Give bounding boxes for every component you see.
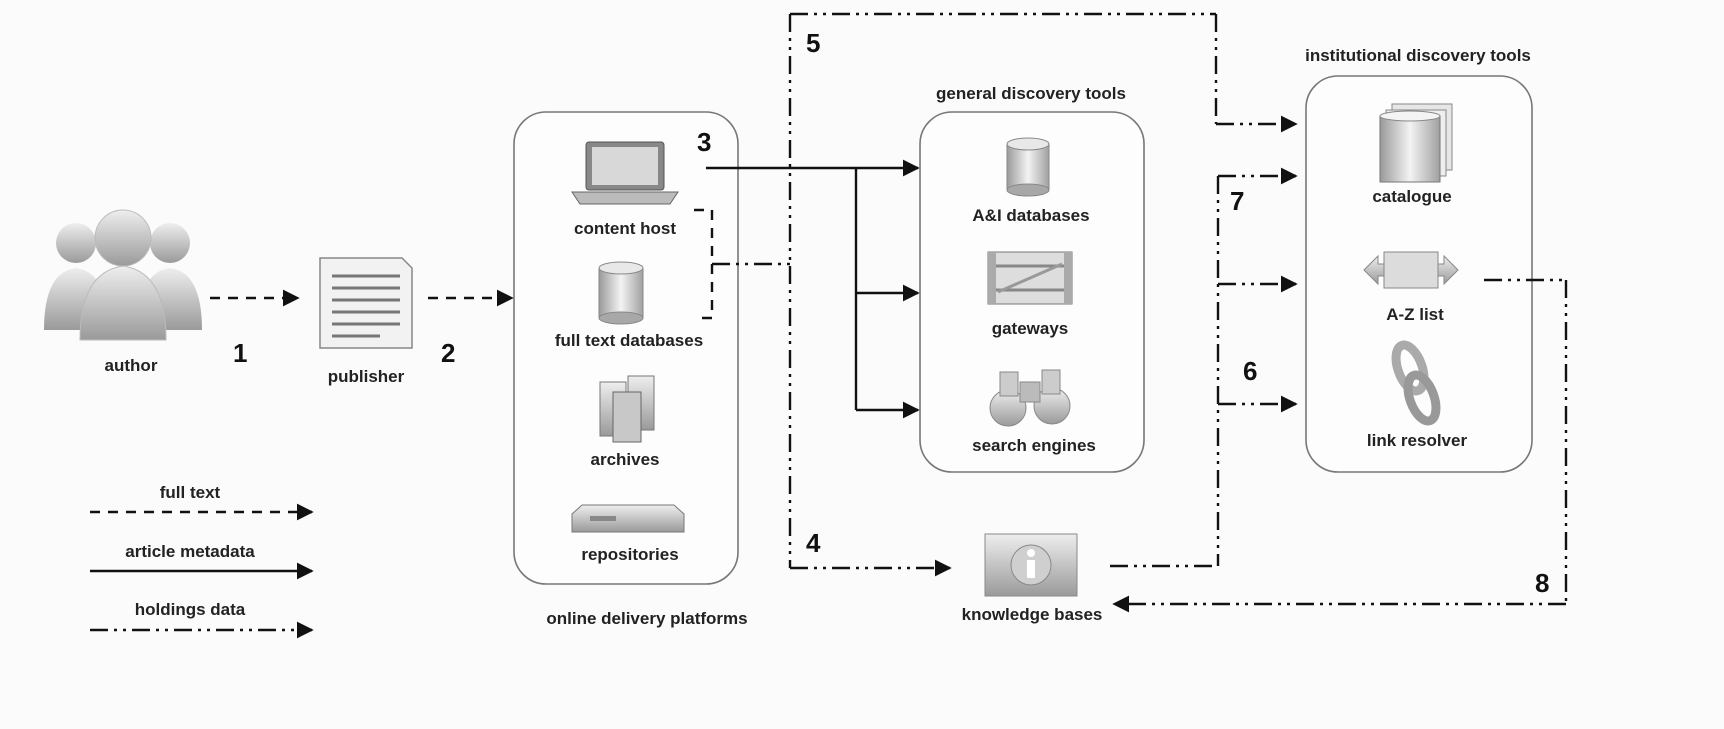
author-icon	[44, 209, 202, 341]
az-list-icon	[1363, 251, 1459, 289]
ai-databases-label: A&I databases	[972, 206, 1089, 225]
step-number: 8	[1535, 568, 1549, 598]
step-number: 6	[1243, 356, 1257, 386]
az-list-label: A-Z list	[1386, 305, 1444, 324]
search-engines-label: search engines	[972, 436, 1096, 455]
step-number: 3	[697, 127, 711, 157]
catalogue-icon	[1379, 103, 1453, 183]
step-number: 1	[233, 338, 247, 368]
holdings-arrows	[694, 12, 1568, 613]
author-label: author	[105, 356, 158, 375]
general-discovery-caption: general discovery tools	[936, 84, 1126, 103]
step-number: 5	[806, 28, 820, 58]
legend-full-text-label: full text	[160, 483, 221, 502]
laptop-icon	[571, 141, 679, 205]
content-host-label: content host	[574, 219, 676, 238]
online-delivery-caption: online delivery platforms	[546, 609, 747, 628]
publisher-label: publisher	[328, 367, 405, 386]
step-number: 4	[806, 528, 821, 558]
repositories-label: repositories	[581, 545, 678, 564]
step-number: 2	[441, 338, 455, 368]
publisher-icon	[319, 257, 413, 349]
archives-icon	[599, 375, 655, 443]
knowledge-bases-label: knowledge bases	[962, 605, 1103, 624]
link-resolver-label: link resolver	[1367, 431, 1468, 450]
database-icon	[1006, 137, 1050, 197]
institutional-discovery-caption: institutional discovery tools	[1305, 46, 1531, 65]
metadata-arrows	[706, 159, 920, 419]
catalogue-label: catalogue	[1372, 187, 1451, 206]
database-icon	[598, 261, 644, 325]
repository-icon	[571, 504, 685, 533]
online-delivery-box	[513, 111, 739, 585]
binoculars-icon	[989, 369, 1071, 427]
gateway-icon	[987, 251, 1073, 305]
legend: full text article metadata holdings data	[90, 483, 314, 639]
legend-holdings-data-label: holdings data	[135, 600, 246, 619]
gateways-label: gateways	[992, 319, 1069, 338]
step-number: 7	[1230, 186, 1244, 216]
full-text-databases-label: full text databases	[555, 331, 703, 350]
link-chain-icon	[1391, 340, 1441, 426]
legend-article-metadata-label: article metadata	[125, 542, 255, 561]
knowledge-base-icon	[984, 533, 1078, 597]
archives-label: archives	[591, 450, 660, 469]
